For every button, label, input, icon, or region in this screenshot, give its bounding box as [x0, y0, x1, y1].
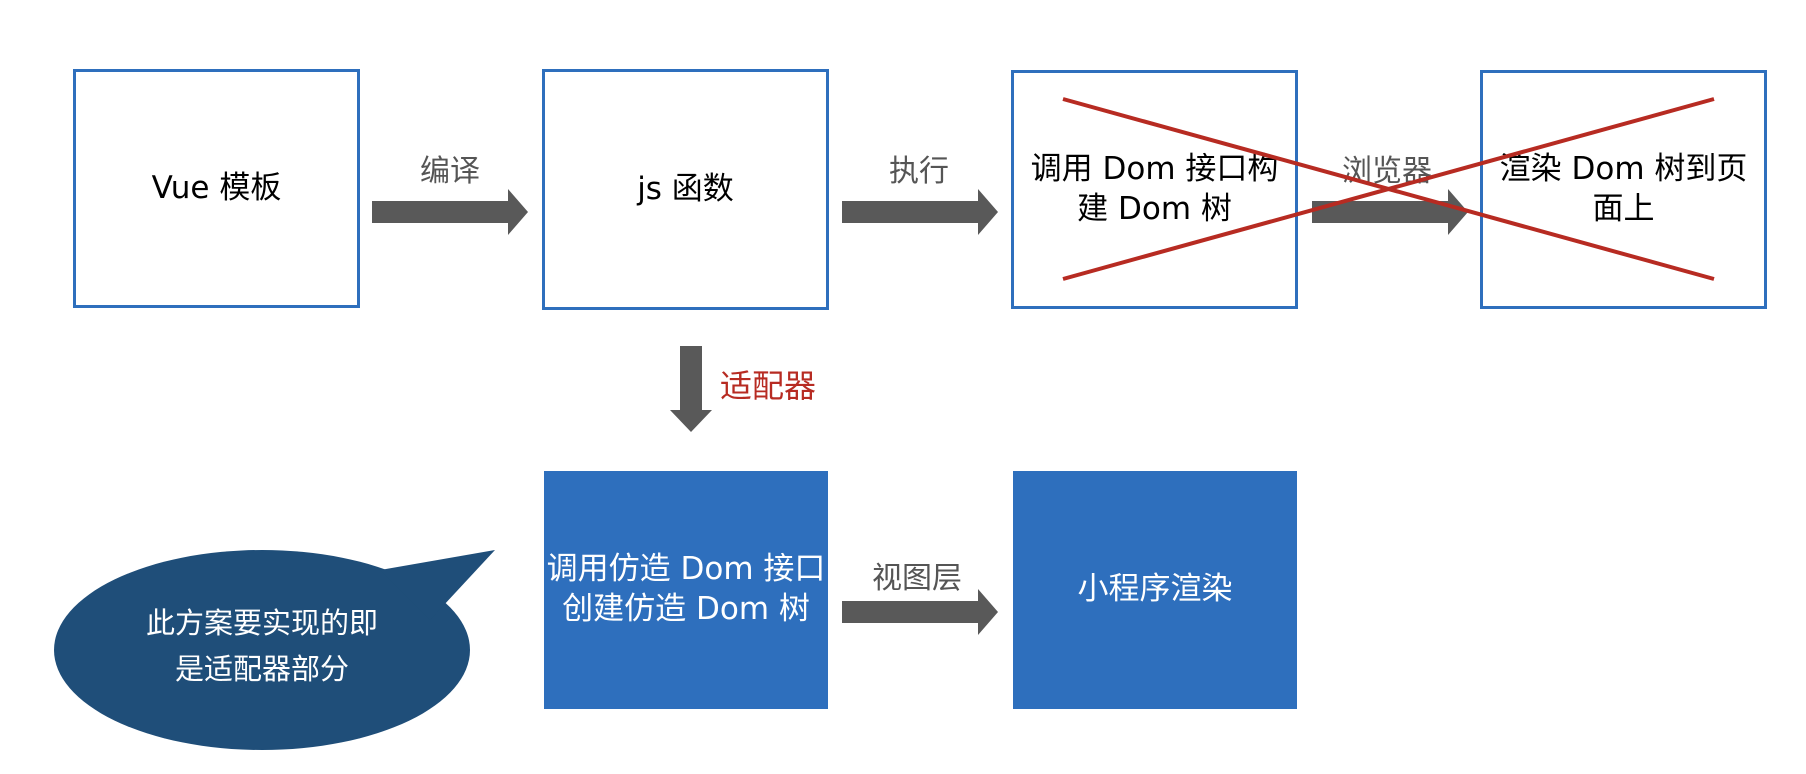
edge-label-view-layer: 视图层	[872, 561, 962, 596]
node-miniprogram-render-label: 小程序渲染	[1077, 571, 1233, 608]
node-miniprogram-render: 小程序渲染	[1013, 471, 1297, 709]
bubble-text: 此方案要实现的即 是适配器部分	[145, 606, 378, 687]
node-render-dom-to-page: 渲染 Dom 树到页 面上	[1480, 70, 1767, 309]
node-call-dom-api: 调用 Dom 接口构 建 Dom 树	[1011, 70, 1298, 309]
node-call-dom-api-label: 调用 Dom 接口构 建 Dom 树	[1030, 150, 1279, 227]
node-call-mock-dom-api: 调用仿造 Dom 接口 创建仿造 Dom 树	[544, 471, 828, 709]
node-call-mock-dom-api-label: 调用仿造 Dom 接口 创建仿造 Dom 树	[546, 551, 826, 627]
arrow-compile	[372, 189, 528, 235]
cross-line-1b	[1062, 97, 1715, 281]
edge-label-adapter: 适配器	[720, 367, 817, 405]
edge-label-execute: 执行	[889, 154, 949, 189]
node-js-function: js 函数	[542, 69, 829, 310]
arrow-adapter	[670, 346, 712, 432]
arrow-view-layer	[842, 589, 998, 635]
node-vue-template: Vue 模板	[73, 69, 360, 308]
node-js-function-label: js 函数	[637, 170, 734, 207]
arrow-execute	[842, 189, 998, 235]
node-render-dom-to-page-label: 渲染 Dom 树到页 面上	[1499, 150, 1748, 227]
node-vue-template-label: Vue 模板	[151, 169, 282, 206]
arrow-browser	[1312, 189, 1468, 235]
edge-label-compile: 编译	[420, 154, 480, 189]
speech-bubble-shape	[54, 550, 495, 750]
